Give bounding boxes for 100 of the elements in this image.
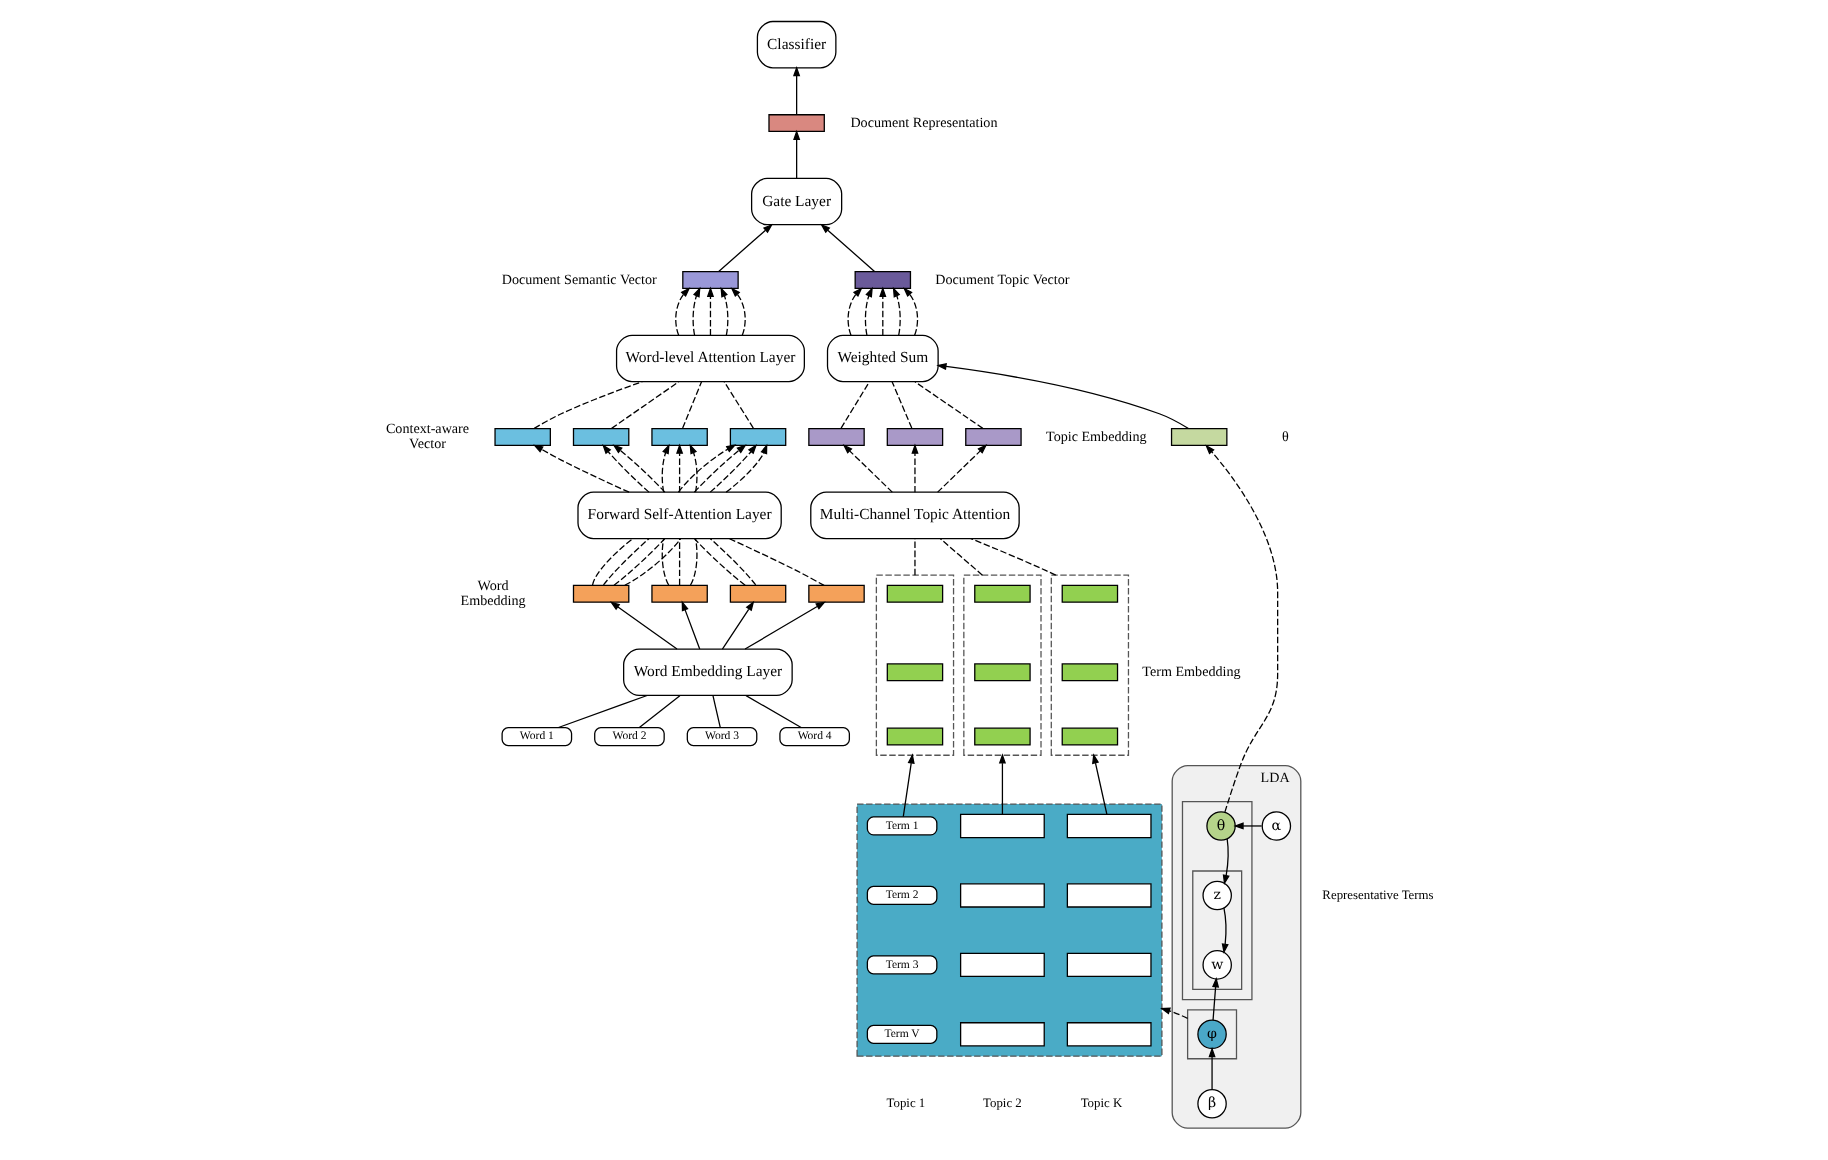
arrow bbox=[709, 443, 758, 493]
connector bbox=[661, 537, 670, 586]
arrow bbox=[937, 444, 988, 493]
node-bar bbox=[886, 584, 944, 603]
arrow bbox=[612, 444, 666, 493]
connector bbox=[624, 538, 682, 586]
arrow bbox=[879, 286, 887, 336]
connector bbox=[914, 537, 916, 576]
connector bbox=[891, 381, 913, 429]
node-bar bbox=[1061, 584, 1119, 603]
node-bar bbox=[651, 584, 708, 603]
arrow bbox=[725, 443, 768, 493]
cluster bbox=[963, 574, 1042, 756]
node-bar bbox=[572, 584, 630, 603]
connector bbox=[914, 381, 984, 429]
arrow bbox=[998, 753, 1007, 816]
node-box bbox=[1066, 883, 1152, 908]
connector bbox=[840, 381, 871, 429]
arrow bbox=[676, 443, 684, 493]
connector bbox=[611, 381, 680, 429]
node-box bbox=[959, 952, 1045, 978]
arrow bbox=[1222, 838, 1230, 885]
arrow bbox=[689, 443, 698, 493]
connector bbox=[939, 538, 984, 576]
arrow bbox=[820, 223, 876, 273]
node-bar bbox=[886, 727, 944, 746]
connector bbox=[682, 381, 703, 429]
node-bar bbox=[572, 427, 630, 446]
arrow bbox=[609, 601, 678, 650]
node-bar bbox=[808, 584, 865, 603]
arrow bbox=[1208, 1046, 1216, 1091]
node-box bbox=[959, 883, 1045, 908]
arrow bbox=[911, 443, 919, 493]
connector bbox=[557, 694, 648, 729]
arrow bbox=[847, 287, 863, 336]
arrow bbox=[693, 444, 747, 493]
node-bar bbox=[729, 584, 787, 603]
arrow bbox=[744, 601, 826, 650]
arrow bbox=[1205, 444, 1279, 813]
node-box bbox=[959, 813, 1045, 839]
node-bar bbox=[1061, 727, 1119, 746]
arrow bbox=[720, 286, 729, 336]
arrow bbox=[1221, 907, 1229, 954]
connector bbox=[745, 695, 802, 729]
node-bar bbox=[854, 271, 912, 289]
node-box bbox=[959, 1022, 1045, 1047]
connector bbox=[970, 538, 1057, 576]
node-bar bbox=[886, 663, 944, 682]
node-box bbox=[1066, 813, 1152, 839]
connector bbox=[678, 537, 681, 586]
arrow bbox=[892, 286, 901, 336]
node-bar bbox=[965, 427, 1022, 446]
arrow bbox=[718, 223, 773, 273]
connector bbox=[689, 537, 698, 586]
arrow bbox=[1212, 977, 1220, 1021]
node-bar bbox=[1061, 663, 1119, 682]
arrow bbox=[692, 286, 701, 336]
connector bbox=[591, 537, 634, 586]
arrow bbox=[706, 286, 715, 336]
node-bar bbox=[768, 114, 825, 133]
arrow bbox=[1160, 1007, 1189, 1020]
arrow bbox=[533, 444, 630, 493]
connector bbox=[693, 538, 746, 586]
connector bbox=[712, 695, 721, 728]
arrow bbox=[675, 287, 691, 336]
node-bar bbox=[974, 727, 1031, 746]
connector bbox=[533, 381, 643, 430]
node-bar bbox=[886, 427, 944, 446]
node-box bbox=[1066, 1022, 1152, 1047]
connector bbox=[709, 537, 757, 586]
arrow bbox=[602, 443, 650, 493]
arrow bbox=[936, 362, 1190, 430]
arrow bbox=[902, 753, 915, 818]
node-bar bbox=[651, 427, 708, 446]
arrow bbox=[1233, 822, 1263, 830]
cluster bbox=[1181, 800, 1253, 1001]
arrow bbox=[730, 287, 746, 336]
node-bar bbox=[1170, 427, 1228, 446]
connector bbox=[613, 538, 666, 586]
arrow bbox=[1092, 753, 1108, 816]
connector bbox=[602, 537, 650, 586]
arrow bbox=[842, 444, 893, 493]
arrow bbox=[721, 600, 755, 650]
connector bbox=[638, 695, 681, 729]
connector bbox=[723, 381, 754, 429]
connector bbox=[728, 538, 825, 587]
node-bar bbox=[682, 271, 739, 289]
cluster bbox=[856, 803, 1163, 1057]
node-bar bbox=[974, 663, 1031, 682]
cluster bbox=[1050, 574, 1130, 756]
node-bar bbox=[974, 584, 1031, 603]
arrow bbox=[793, 65, 801, 115]
cluster bbox=[875, 574, 955, 756]
node-bar bbox=[494, 427, 551, 446]
arrow bbox=[677, 444, 737, 493]
arrow bbox=[681, 600, 701, 650]
arrow bbox=[864, 286, 873, 336]
node-bar bbox=[729, 427, 787, 446]
node-box bbox=[1066, 952, 1152, 978]
arrow bbox=[661, 443, 670, 493]
